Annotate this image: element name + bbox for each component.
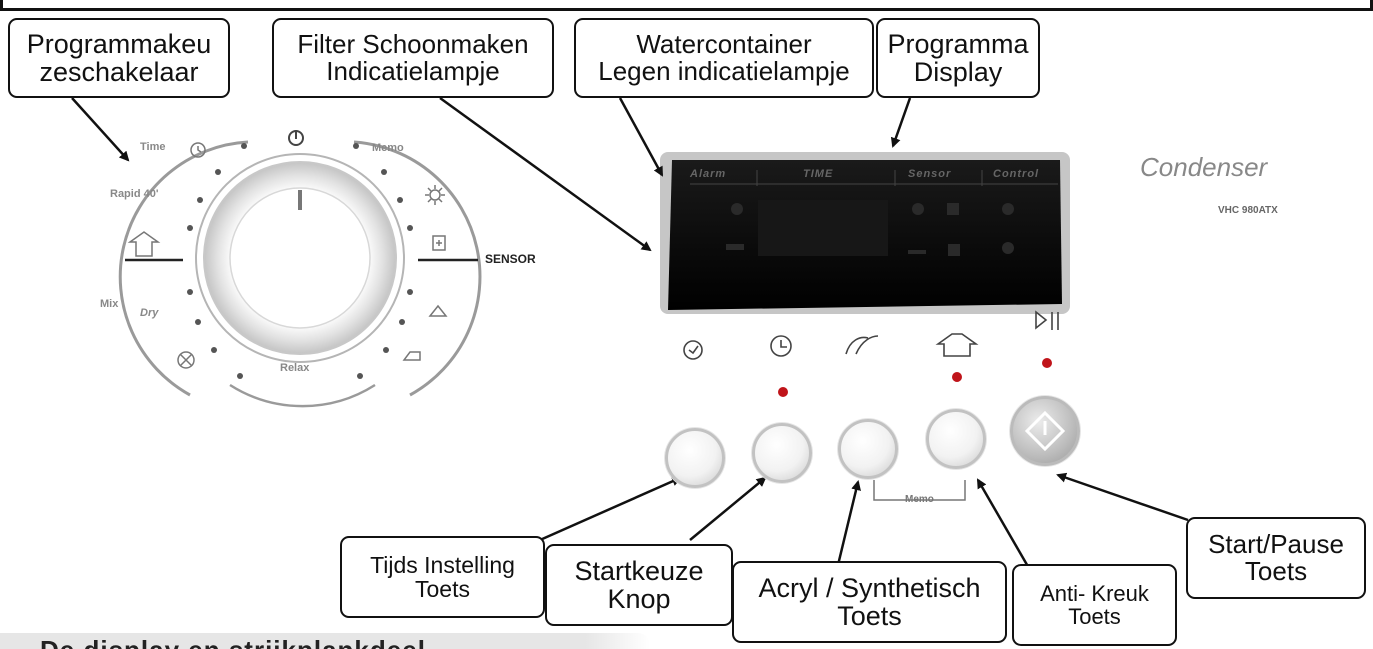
memo-bracket-label: Memo <box>905 494 934 505</box>
start-pause-icon <box>1024 410 1066 452</box>
bottom-heading-strip: De display en strijkplankdeel <box>0 633 650 649</box>
led-startkeuze <box>778 387 788 397</box>
panel-header-sensor: Sensor <box>908 168 952 180</box>
callout-filter-schoonmaken: Filter Schoonmaken Indicatielampje <box>272 18 554 98</box>
callout-acryl-synthetisch: Acryl / Synthetisch Toets <box>732 561 1007 643</box>
dial-icons <box>127 142 448 369</box>
bottom-heading: De display en strijkplankdeel <box>40 635 426 649</box>
dial-dots <box>187 143 413 379</box>
callout-programmakeuzeschakelaar: Programmakeu zeschakelaar <box>8 18 230 98</box>
callout-tijds-instelling: Tijds Instelling Toets <box>340 536 545 618</box>
callout-arrows <box>71 96 1189 571</box>
callout-programma-display: Programma Display <box>876 18 1040 98</box>
led-anti-kreuk <box>952 372 962 382</box>
acryl-synthetic-button[interactable] <box>838 419 898 479</box>
dial-label-sensor: SENSOR <box>485 252 536 266</box>
dial-label-relax: Relax <box>280 362 310 374</box>
dial-label-dry: Dry <box>140 307 159 319</box>
dial-label-rapid: Rapid 40' <box>110 188 159 200</box>
panel-header-control: Control <box>993 168 1040 180</box>
button-icons <box>683 310 1059 360</box>
callout-startkeuze: Startkeuze Knop <box>545 544 733 626</box>
start-delay-button[interactable] <box>752 423 812 483</box>
callout-start-pause: Start/Pause Toets <box>1186 517 1366 599</box>
program-display-panel <box>660 152 1070 314</box>
start-pause-button[interactable] <box>1010 396 1080 466</box>
dial-label-mix: Mix <box>100 298 119 310</box>
dial-label-time: Time <box>140 141 166 153</box>
top-border <box>0 0 1373 11</box>
callout-anti-kreuk: Anti- Kreuk Toets <box>1012 564 1177 646</box>
dial-label-memo: Memo <box>372 142 404 154</box>
brand-name: Condenser <box>1140 152 1268 182</box>
panel-header-time: TIME <box>803 168 834 180</box>
callout-watercontainer: Watercontainer Legen indicatielampje <box>574 18 874 98</box>
led-start-pause <box>1042 358 1052 368</box>
time-setting-button[interactable] <box>665 428 725 488</box>
model-number: VHC 980ATX <box>1218 205 1278 216</box>
anti-crease-button[interactable] <box>926 409 986 469</box>
panel-header-alarm: Alarm <box>690 168 727 180</box>
program-dial <box>118 130 482 408</box>
